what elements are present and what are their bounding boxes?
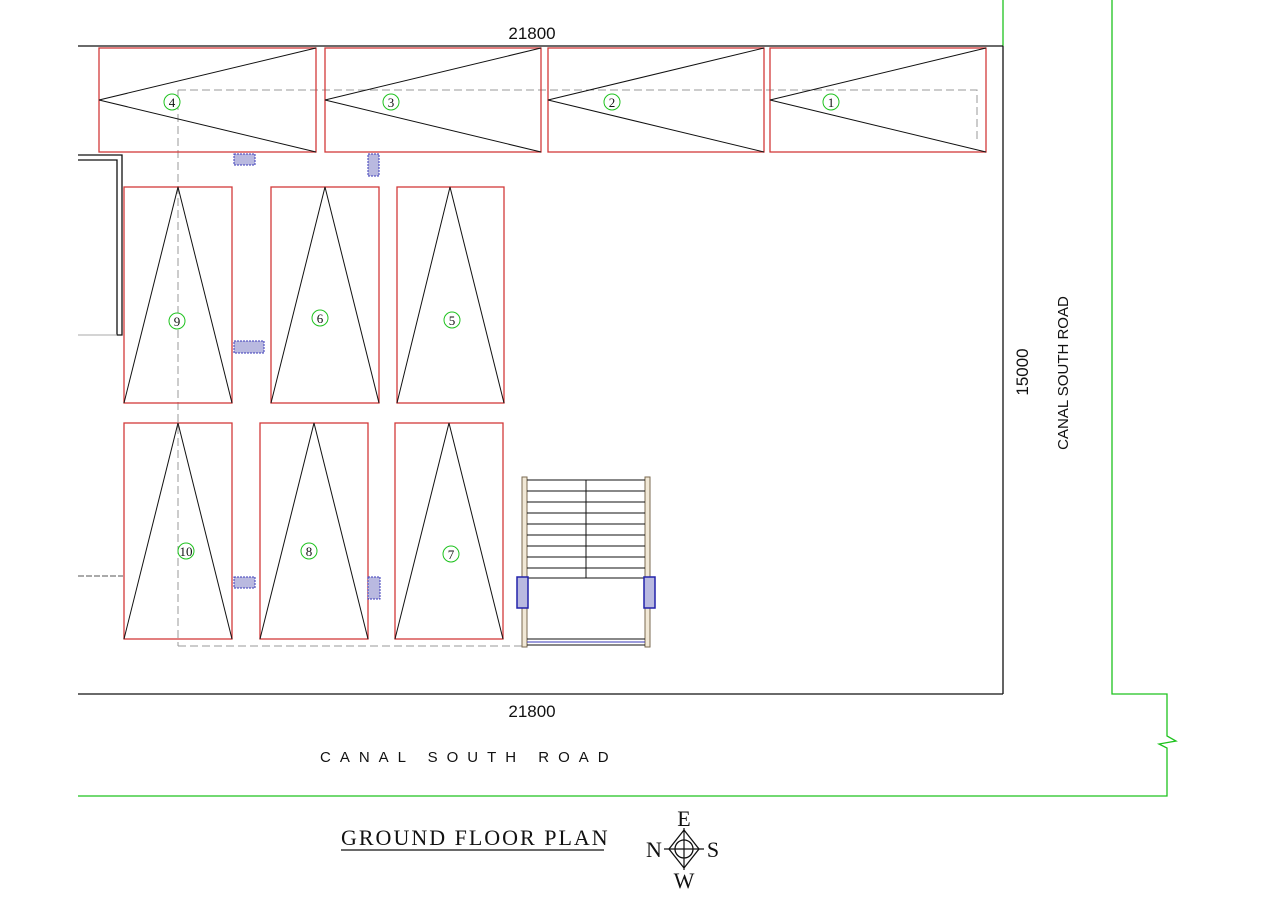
plan-title: GROUND FLOOR PLAN — [341, 825, 610, 850]
slot-number-marker — [163, 93, 181, 111]
slot-number: 8 — [306, 544, 313, 559]
dimension-right: 15000 — [1013, 348, 1032, 395]
slot-number-marker — [177, 542, 195, 560]
slot-number-marker — [300, 542, 318, 560]
parking-slot: 2 — [547, 47, 765, 153]
slot-number-marker — [442, 545, 460, 563]
structural-column — [233, 153, 256, 166]
structural-column — [367, 153, 380, 177]
structural-column — [233, 340, 265, 354]
road-label-right: CANAL SOUTH ROAD — [1055, 296, 1072, 450]
structural-column — [516, 576, 529, 609]
compass-label-bottom: W — [674, 868, 695, 893]
dimension-bottom: 21800 — [508, 702, 555, 721]
compass-icon — [664, 828, 704, 870]
slot-number: 10 — [180, 544, 193, 559]
slot-number: 3 — [388, 95, 395, 110]
dimension-top: 21800 — [508, 24, 555, 43]
parking-slot: 8 — [259, 422, 369, 640]
staircase — [516, 476, 656, 648]
road-label-bottom: CANAL SOUTH ROAD — [320, 749, 618, 766]
parking-slot: 3 — [324, 47, 542, 153]
compass-label-left: N — [646, 837, 662, 862]
parking-slot: 1 — [769, 47, 987, 153]
structural-column — [233, 576, 256, 589]
slot-number-marker — [168, 312, 186, 330]
slot-number: 1 — [828, 95, 835, 110]
parking-slot: 10 — [123, 422, 233, 640]
slot-number-marker — [603, 93, 621, 111]
parking-slot: 7 — [394, 422, 504, 640]
slot-number-marker — [311, 309, 329, 327]
parking-slot: 5 — [396, 186, 505, 404]
entry-wall — [78, 154, 123, 336]
structural-column — [367, 576, 381, 600]
slot-number: 6 — [317, 311, 324, 326]
slot-number: 4 — [169, 95, 176, 110]
slot-number-marker — [822, 93, 840, 111]
slot-number: 2 — [609, 95, 616, 110]
slot-number: 9 — [174, 314, 181, 329]
slot-number-marker — [382, 93, 400, 111]
slot-number: 7 — [448, 547, 455, 562]
slot-number-marker — [443, 311, 461, 329]
parking-slot: 4 — [98, 47, 317, 153]
slot-number: 5 — [449, 313, 456, 328]
parking-slot: 9 — [123, 186, 233, 404]
site-boundary-line — [78, 0, 1178, 797]
compass-label-top: E — [677, 806, 690, 831]
compass-label-right: S — [707, 837, 719, 862]
parking-slot: 6 — [270, 186, 380, 404]
grid-line — [178, 89, 978, 142]
structural-column — [643, 576, 656, 609]
